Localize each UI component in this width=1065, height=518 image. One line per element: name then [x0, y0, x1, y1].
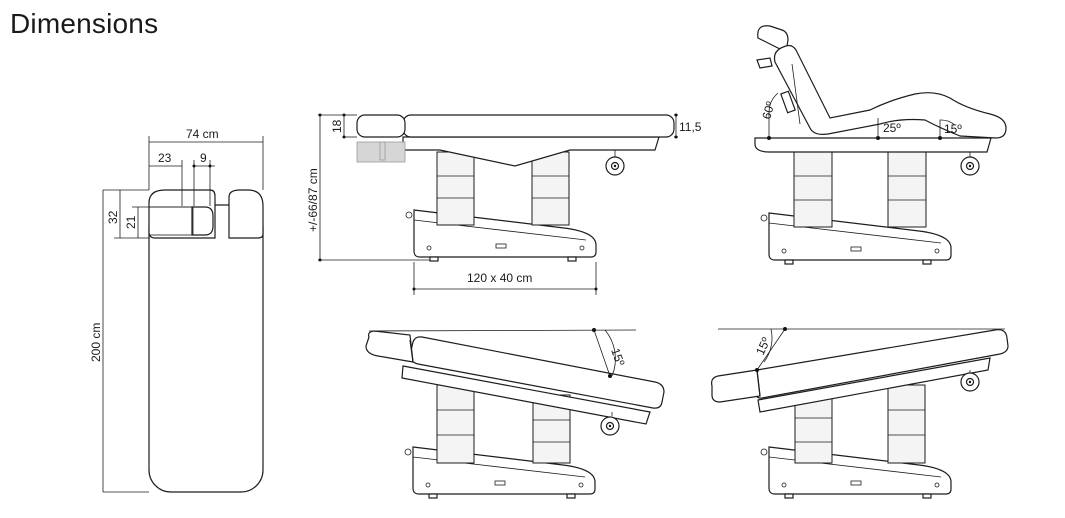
top-length-label: 200 cm — [89, 323, 103, 362]
recline-view — [754, 25, 1007, 265]
recline-back-angle-label: 60º — [759, 99, 777, 120]
tilt-head-up-view — [711, 327, 1009, 499]
recline-leg-angle-label: 15º — [944, 122, 962, 136]
top-view-dimension-lines — [102, 136, 264, 493]
side-height-label: +/-66/87 cm — [306, 168, 320, 232]
tilt-head-down-view — [365, 328, 665, 499]
top-view-table-outline — [148, 189, 264, 493]
top-width-label: 74 cm — [186, 127, 219, 141]
recline-seat-angle-label: 25º — [883, 121, 901, 135]
top-head-length-label: 32 — [106, 210, 120, 224]
side-view: 18 11,5 +/-66/87 cm 120 x 40 cm — [306, 113, 702, 295]
side-base-label: 120 x 40 cm — [467, 271, 532, 285]
side-view-dimension-lines — [318, 113, 678, 295]
top-face-hole-label: 21 — [124, 215, 138, 229]
top-view: 74 cm 23 9 32 21 200 cm — [89, 127, 264, 493]
top-gap-label: 9 — [200, 151, 207, 165]
tilt-down-angle-label: 15º — [608, 346, 627, 368]
side-cushion-label: 18 — [330, 119, 344, 133]
side-view-table — [356, 114, 675, 262]
top-head-width-label: 23 — [158, 151, 172, 165]
tilt-up-angle-label: 15º — [753, 335, 773, 358]
page-title: Dimensions — [10, 8, 159, 39]
side-top-thickness-label: 11,5 — [679, 120, 702, 134]
